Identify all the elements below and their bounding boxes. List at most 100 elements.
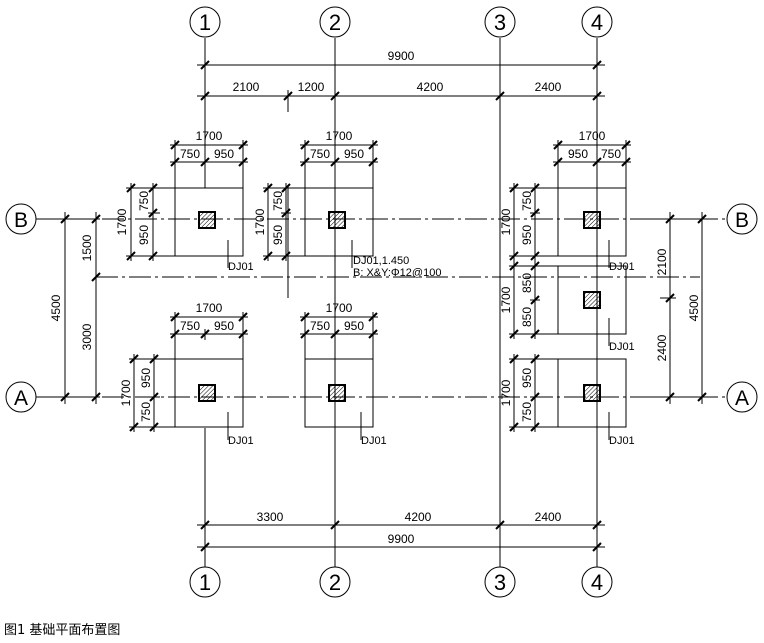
footing-offset-dim: 950	[214, 147, 234, 161]
footing-note-line-1: DJ01,1.450	[353, 255, 409, 267]
footing-width-dim: 1700	[579, 129, 606, 143]
footing-offset-dim: 750	[601, 147, 621, 161]
footing-height-dim: 1700	[119, 379, 133, 406]
column-stub	[583, 211, 601, 229]
dim-left-span-2: 3000	[80, 323, 94, 350]
footing-outline	[304, 358, 374, 428]
axis-label: A	[14, 387, 28, 410]
footing-note-line-2: B: X&Y:Φ12@100	[353, 267, 441, 279]
footing-offset-dim: 750	[310, 147, 330, 161]
footing-4-intermediate: 1700 850 850 DJ01	[499, 261, 635, 353]
footing-outline	[557, 265, 627, 335]
footing-2A: 1700 750 950 DJ01	[300, 301, 387, 447]
dim-top-span-3: 4200	[417, 80, 444, 94]
footing-offset-dim: 950	[214, 319, 234, 333]
figure-caption: 图1 基础平面布置图	[4, 623, 121, 638]
footing-offset-dim: 850	[520, 273, 534, 293]
footing-dim-lines	[509, 261, 610, 346]
axis-bubble-2-bottom: 2	[319, 566, 351, 598]
footing-offset-dim: 950	[344, 319, 364, 333]
footing-dim-lines	[509, 354, 610, 440]
footing-height-dim: 1700	[253, 208, 267, 235]
footing-offset-dim: 950	[344, 147, 364, 161]
footing-offset-dim: 750	[137, 191, 151, 211]
axis-label: 1	[199, 570, 211, 595]
footing-dim-lines	[129, 312, 248, 440]
column-stub	[583, 291, 601, 309]
footing-width-dim: 1700	[196, 301, 223, 315]
footing-height-dim: 1700	[499, 286, 513, 313]
dim-top-overall: 9900	[388, 49, 415, 63]
axis-label: B	[14, 209, 28, 232]
footing-label: DJ01	[609, 261, 635, 273]
axis-label: 2	[329, 10, 341, 35]
dim-right-span-2: 2400	[655, 334, 669, 361]
dim-top-span-2: 1200	[298, 80, 325, 94]
axis-label: 1	[199, 10, 211, 35]
footing-label: DJ01	[609, 435, 635, 447]
axis-bubble-B-left: B	[5, 203, 37, 235]
footing-label: DJ01	[609, 341, 635, 353]
axis-bubble-1-top: 1	[189, 6, 221, 38]
dim-bottom-overall: 9900	[388, 532, 415, 546]
footing-label: DJ01	[361, 435, 387, 447]
column-stub	[583, 384, 601, 402]
column-stub	[328, 384, 346, 402]
footing-offset-dim: 950	[271, 225, 285, 245]
footing-4B: 1700 950 750 1700 750 950 DJ01	[499, 129, 635, 273]
footing-outline	[557, 358, 627, 428]
footing-outline	[557, 187, 627, 257]
footing-height-dim: 1700	[499, 208, 513, 235]
dim-left-overall: 4500	[49, 294, 63, 321]
axis-label: B	[735, 209, 749, 232]
axis-label: 3	[494, 10, 506, 35]
footing-outline	[174, 187, 244, 257]
footing-offset-dim: 950	[520, 225, 534, 245]
footing-height-dim: 1700	[115, 208, 129, 235]
column-stub	[328, 211, 346, 229]
axis-bubble-4-bottom: 4	[581, 566, 613, 598]
footing-offset-dim: 750	[180, 319, 200, 333]
axis-bubble-2-top: 2	[319, 6, 351, 38]
top-dimension-lines	[197, 60, 605, 112]
dim-right-overall: 4500	[687, 294, 701, 321]
footing-offset-dim: 750	[180, 147, 200, 161]
axis-label: 3	[494, 570, 506, 595]
dim-top-span-1: 2100	[233, 80, 260, 94]
footing-offset-dim: 950	[139, 368, 153, 388]
column-stub	[198, 211, 216, 229]
footing-offset-dim: 750	[271, 191, 285, 211]
footing-2B: 1700 750 950 1700 750 950 DJ01,1.450 B: …	[253, 129, 441, 279]
dim-bottom-span-2: 4200	[405, 510, 432, 524]
footing-label: DJ01	[228, 435, 254, 447]
footing-dim-lines	[263, 140, 378, 268]
dim-left-span-1: 1500	[80, 234, 94, 261]
axis-bubble-A-left: A	[5, 381, 37, 413]
footing-offset-dim: 750	[310, 319, 330, 333]
dim-top-span-4: 2400	[535, 80, 562, 94]
bottom-dimension-lines	[197, 520, 605, 552]
dim-bottom-span-3: 2400	[535, 510, 562, 524]
axis-bubble-4-top: 4	[581, 6, 613, 38]
footing-offset-dim: 950	[520, 368, 534, 388]
footing-offset-dim: 750	[520, 191, 534, 211]
footing-width-dim: 1700	[326, 129, 353, 143]
dim-right-span-1: 2100	[655, 248, 669, 275]
column-stub	[198, 384, 216, 402]
footing-offset-dim: 950	[568, 147, 588, 161]
axis-label: 2	[329, 570, 341, 595]
footing-dim-lines	[509, 140, 631, 268]
dim-bottom-span-1: 3300	[257, 510, 284, 524]
footing-dim-lines	[126, 140, 248, 268]
footing-1B: 1700 750 950 1700 750 950 DJ01	[115, 129, 254, 273]
footing-width-dim: 1700	[196, 129, 223, 143]
axis-bubble-3-bottom: 3	[484, 566, 516, 598]
footing-offset-dim: 750	[139, 402, 153, 422]
footing-height-dim: 1700	[499, 379, 513, 406]
axis-bubble-3-top: 3	[484, 6, 516, 38]
axis-bubble-A-right: A	[726, 381, 758, 413]
footing-offset-dim: 850	[520, 307, 534, 327]
axis-label: 4	[591, 10, 603, 35]
axis-label: 4	[591, 570, 603, 595]
